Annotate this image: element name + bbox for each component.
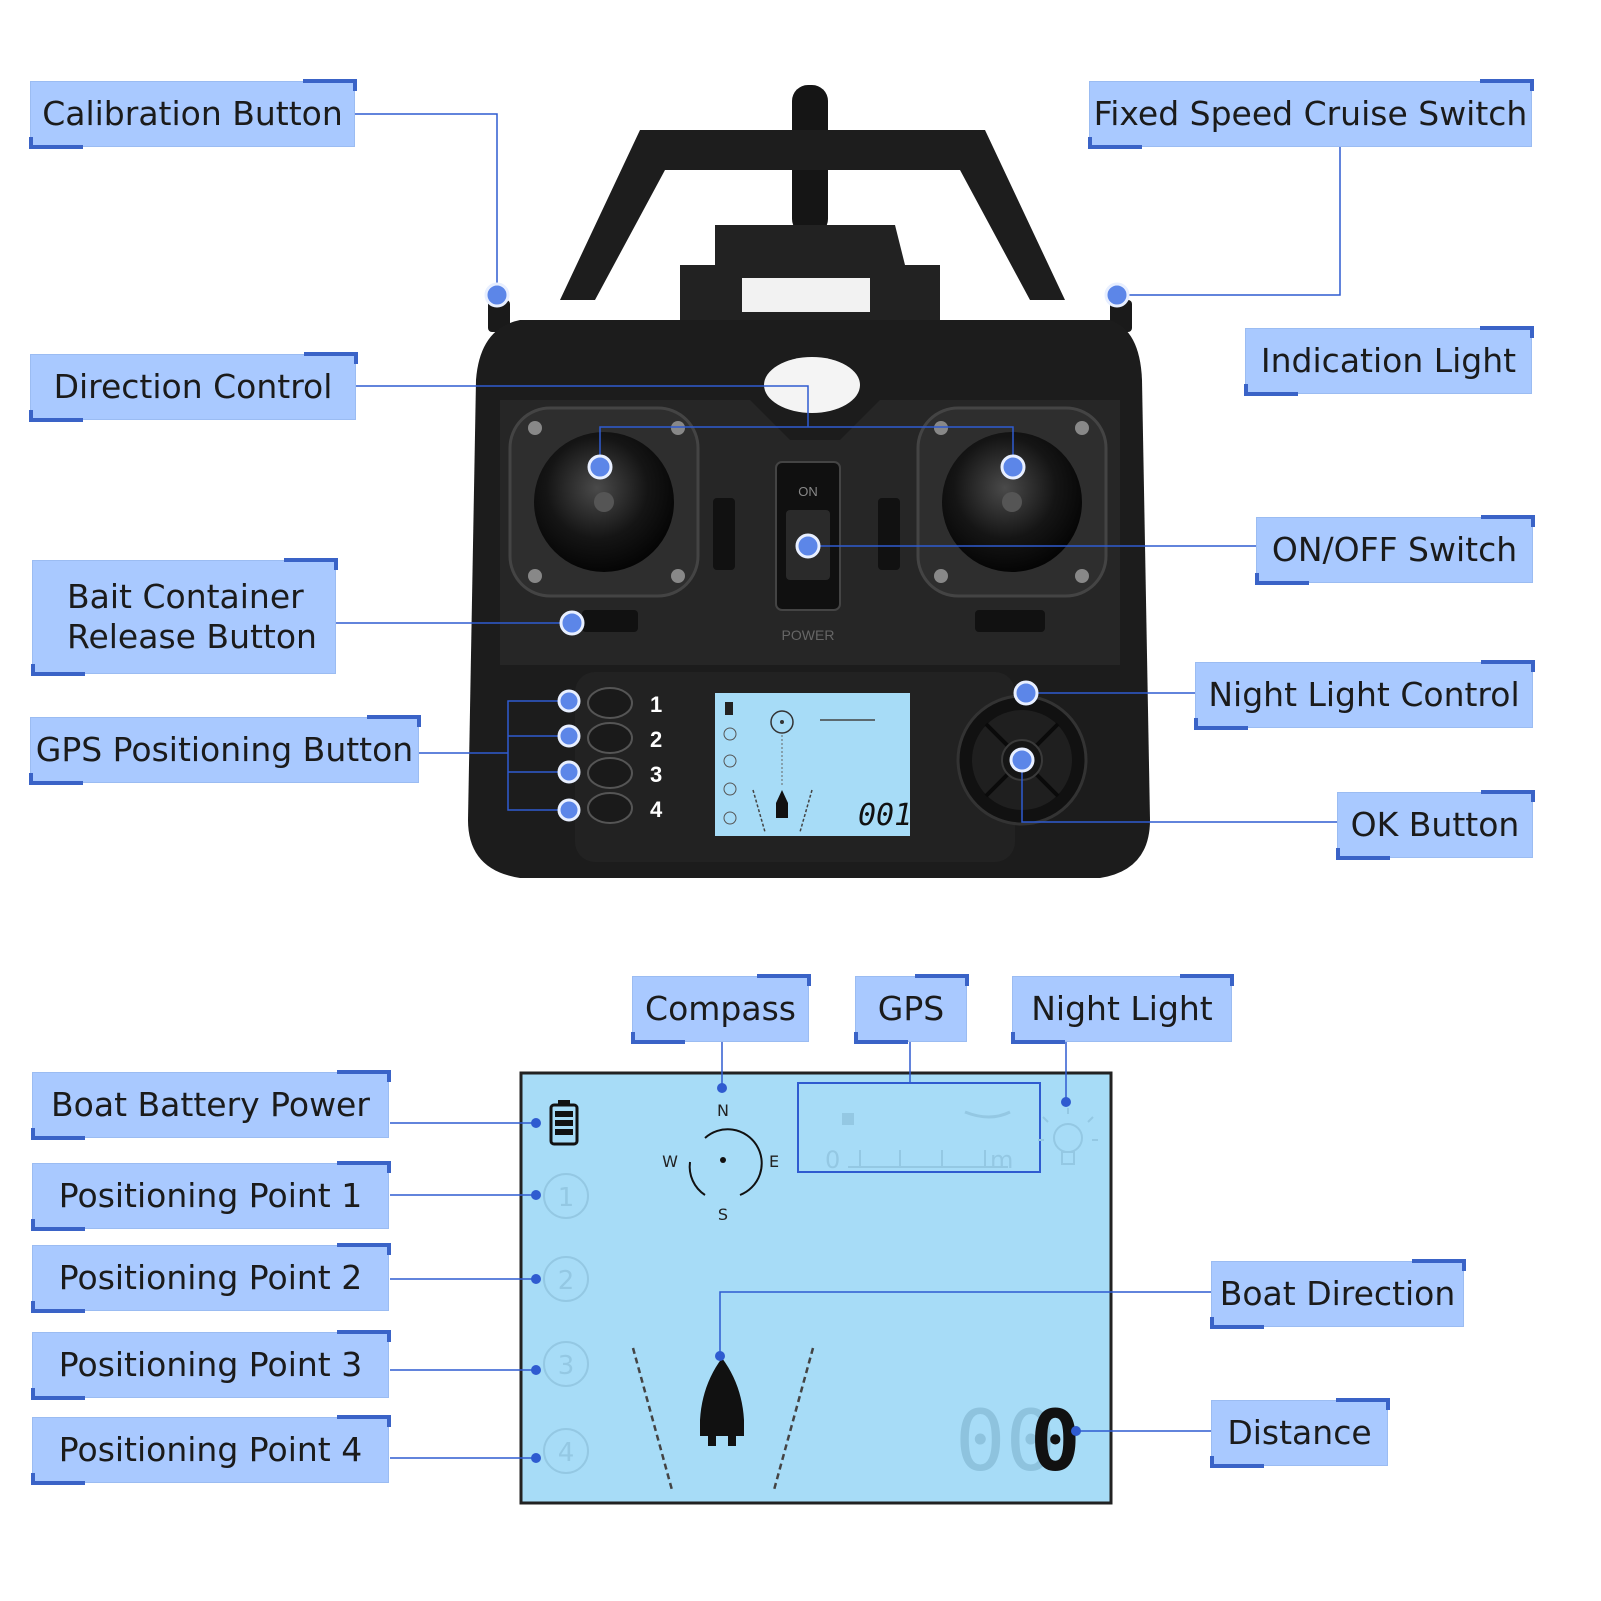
label-night-light-control: Night Light Control bbox=[1194, 660, 1535, 730]
label-night-light: Night Light bbox=[1011, 974, 1234, 1044]
battery-icon bbox=[549, 1100, 579, 1146]
positioning-point-circles bbox=[543, 1173, 589, 1474]
positioning-number-4: 4 bbox=[558, 1438, 575, 1468]
gps-button-3 bbox=[587, 757, 633, 789]
label-gps: GPS bbox=[854, 974, 969, 1044]
gps-scale-unit: m bbox=[990, 1146, 1013, 1174]
compass-north: N bbox=[717, 1101, 729, 1120]
compass-east: E bbox=[769, 1152, 779, 1171]
gps-button-number-2: 2 bbox=[650, 727, 662, 752]
lcd-display bbox=[519, 1071, 1113, 1505]
label-ok-button: OK Button bbox=[1336, 790, 1535, 860]
label-direction-control: Direction Control bbox=[29, 352, 358, 422]
label-positioning-point-4: Positioning Point 4 bbox=[31, 1415, 391, 1485]
label-bait-container-release-button: Bait Container Release Button bbox=[31, 558, 338, 676]
compass-icon bbox=[688, 1128, 763, 1196]
bait-release-slider bbox=[582, 610, 638, 632]
distance-value: 0 bbox=[1030, 1392, 1081, 1490]
label-boat-direction: Boat Direction bbox=[1210, 1259, 1466, 1329]
controller-leader-dots bbox=[484, 282, 1130, 822]
gps-button-1 bbox=[587, 687, 633, 719]
top-block bbox=[680, 225, 940, 330]
label-boat-battery-power: Boat Battery Power bbox=[31, 1070, 391, 1140]
label-gps-positioning-button: GPS Positioning Button bbox=[29, 715, 421, 785]
lane-line-left bbox=[631, 1347, 674, 1491]
label-positioning-point-3: Positioning Point 3 bbox=[31, 1330, 391, 1400]
night-light-bulb-icon bbox=[1038, 1108, 1098, 1165]
compass-west: W bbox=[662, 1152, 678, 1171]
top-window bbox=[742, 278, 870, 312]
boat-icon bbox=[700, 1358, 744, 1446]
gps-button-number-3: 3 bbox=[650, 762, 662, 787]
display-leader-dots bbox=[531, 1083, 1081, 1463]
compass-south: S bbox=[718, 1205, 728, 1224]
display-leader-lines bbox=[390, 1042, 1212, 1459]
gps-button-number-4: 4 bbox=[650, 797, 663, 822]
gps-area-box bbox=[797, 1082, 1041, 1173]
label-positioning-point-1: Positioning Point 1 bbox=[31, 1161, 391, 1231]
power-text: POWER bbox=[782, 627, 835, 643]
power-switch-on-text: ON bbox=[798, 484, 818, 499]
mini-distance-readout: 001 bbox=[858, 798, 912, 833]
label-compass: Compass bbox=[631, 974, 811, 1044]
calibration-switch-body bbox=[488, 300, 510, 332]
positioning-number-1: 1 bbox=[558, 1183, 575, 1213]
distance-dim-digits: 00 bbox=[955, 1392, 1056, 1490]
gps-scale-start: 0 bbox=[825, 1146, 840, 1174]
label-fixed-speed-cruise-switch: Fixed Speed Cruise Switch bbox=[1088, 79, 1534, 149]
positioning-number-3: 3 bbox=[558, 1351, 575, 1381]
positioning-number-2: 2 bbox=[558, 1266, 575, 1296]
mini-lcd bbox=[715, 693, 910, 836]
lane-line-right bbox=[772, 1347, 815, 1491]
carry-handle bbox=[560, 130, 1065, 300]
label-indication-light: Indication Light bbox=[1244, 326, 1534, 396]
gps-button-2 bbox=[587, 722, 633, 754]
remote-controller bbox=[468, 85, 1150, 878]
gps-button-number-1: 1 bbox=[650, 692, 662, 717]
label-on-off-switch: ON/OFF Switch bbox=[1255, 515, 1535, 585]
indication-light-lens bbox=[764, 357, 860, 413]
label-distance: Distance bbox=[1210, 1398, 1390, 1468]
controller-leader-lines bbox=[336, 113, 1341, 823]
gps-button-4 bbox=[587, 792, 633, 824]
label-calibration-button: Calibration Button bbox=[29, 79, 357, 149]
label-positioning-point-2: Positioning Point 2 bbox=[31, 1243, 391, 1313]
